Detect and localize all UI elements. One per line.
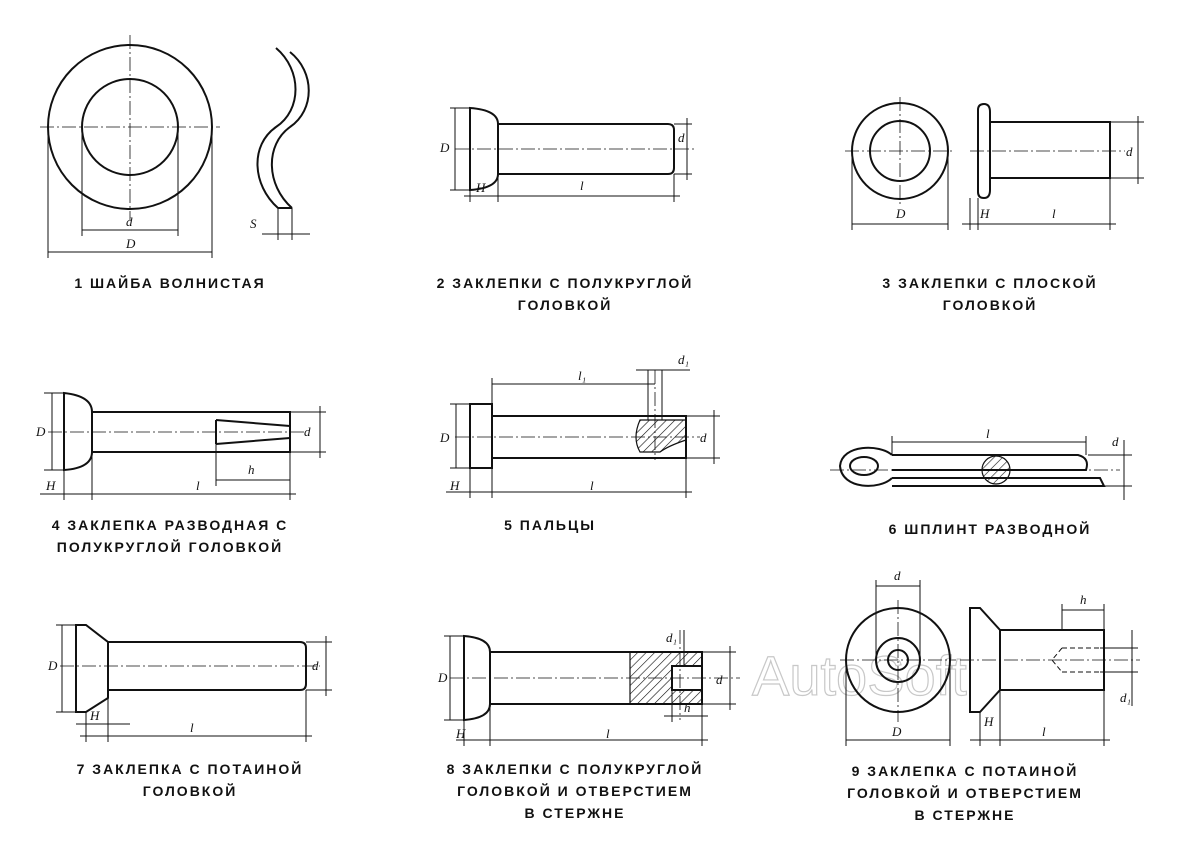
dim-h: h (248, 462, 255, 477)
dim-l: l (196, 478, 200, 493)
dim-h: h (1080, 592, 1087, 607)
dim-D: D (439, 140, 450, 155)
caption-line: 6 ШПЛИНТ РАЗВОДНОЙ (888, 521, 1092, 537)
dim-d: d (1112, 434, 1119, 449)
dim-d: d (716, 672, 723, 687)
caption-fig-2: 2 ЗАКЛЕПКИ С ПОЛУКРУГЛОЙ ГОЛОВКОЙ (400, 272, 730, 316)
watermark: AutoSoft (752, 644, 967, 707)
dim-l: l (580, 178, 584, 193)
dim-l: l (1042, 724, 1046, 739)
dim-H: H (979, 206, 990, 221)
caption-line: ГОЛОВКОЙ И ОТВЕРСТИЕМ (847, 785, 1083, 801)
dim-D: D (895, 206, 906, 221)
dim-d: d (1126, 144, 1133, 159)
dim-D: D (35, 424, 46, 439)
caption-line: 9 ЗАКЛЕПКА С ПОТАИНОЙ (851, 763, 1079, 779)
fig-6-cotter-pin: l d (830, 426, 1132, 500)
caption-fig-7: 7 ЗАКЛЕПКА С ПОТАИНОЙ ГОЛОВКОЙ (40, 758, 340, 802)
caption-fig-4: 4 ЗАКЛЕПКА РАЗВОДНАЯ С ПОЛУКРУГЛОЙ ГОЛОВ… (20, 514, 320, 558)
fig-1-wave-washer: d D S (40, 35, 310, 258)
caption-fig-1: 1 ШАЙБА ВОЛНИСТАЯ (40, 272, 300, 294)
caption-fig-5: 5 ПАЛЬЦЫ (470, 514, 630, 536)
dim-D: D (437, 670, 448, 685)
dim-l: l (606, 726, 610, 741)
dim-d1: d₁ (666, 630, 677, 645)
caption-line: В СТЕРЖНЕ (524, 805, 626, 821)
dim-H: H (45, 478, 56, 493)
caption-line: В СТЕРЖНЕ (914, 807, 1016, 823)
dim-l1: l₁ (578, 368, 586, 383)
dim-H: H (449, 478, 460, 493)
fig-8-round-head-rivet-with-hole: d₁ D d h H l (437, 630, 740, 746)
fig-3-flat-head-rivet: d D H l (845, 97, 1144, 230)
fig-9-countersunk-rivet-with-hole: d h d₁ H D l (840, 568, 1140, 746)
caption-line: 5 ПАЛЬЦЫ (504, 517, 596, 533)
dim-l: l (190, 720, 194, 735)
caption-line: ГОЛОВКОЙ И ОТВЕРСТИЕМ (457, 783, 693, 799)
dim-D: D (125, 236, 136, 251)
dim-H: H (983, 714, 994, 729)
dim-d: d (312, 658, 319, 673)
dim-l: l (590, 478, 594, 493)
dim-D: D (47, 658, 58, 673)
dim-d1: d₁ (678, 352, 689, 367)
caption-line: ГОЛОВКОЙ (942, 297, 1038, 313)
dim-H: H (455, 726, 466, 741)
caption-line: ГОЛОВКОЙ (142, 783, 238, 799)
caption-fig-8: 8 ЗАКЛЕПКИ С ПОЛУКРУГЛОЙ ГОЛОВКОЙ И ОТВЕ… (410, 758, 740, 824)
caption-line: ПОЛУКРУГЛОЙ ГОЛОВКОЙ (56, 539, 284, 555)
caption-fig-6: 6 ШПЛИНТ РАЗВОДНОЙ (840, 518, 1140, 540)
caption-fig-3: 3 ЗАКЛЕПКИ С ПЛОСКОЙ ГОЛОВКОЙ (840, 272, 1140, 316)
caption-line: 2 ЗАКЛЕПКИ С ПОЛУКРУГЛОЙ (436, 275, 694, 291)
fig-4-split-rivet: D d h H l (35, 391, 326, 500)
dim-d: d (894, 568, 901, 583)
caption-line: 3 ЗАКЛЕПКИ С ПЛОСКОЙ (882, 275, 1098, 291)
caption-line: ГОЛОВКОЙ (517, 297, 613, 313)
dim-d: d (678, 130, 685, 145)
dim-d: d (304, 424, 311, 439)
caption-fig-9: 9 ЗАКЛЕПКА С ПОТАИНОЙ ГОЛОВКОЙ И ОТВЕРСТ… (800, 760, 1130, 826)
fig-5-pin: l₁ d₁ D d H l (439, 352, 720, 498)
dim-d: d (126, 214, 133, 229)
dim-H: H (475, 180, 486, 195)
dim-S: S (250, 216, 257, 231)
fig-7-countersunk-rivet: D d H l (47, 624, 332, 742)
dim-l: l (986, 426, 990, 441)
dim-D: D (439, 430, 450, 445)
dim-H: H (89, 708, 100, 723)
dim-D: D (891, 724, 902, 739)
caption-line: 4 ЗАКЛЕПКА РАЗВОДНАЯ С (51, 517, 289, 533)
caption-line: 1 ШАЙБА ВОЛНИСТАЯ (74, 275, 266, 291)
caption-line: 8 ЗАКЛЕПКИ С ПОЛУКРУГЛОЙ (446, 761, 704, 777)
fig-2-round-head-rivet: D d H l (439, 106, 695, 202)
dim-d1: d₁ (1120, 690, 1131, 705)
dim-d: d (700, 430, 707, 445)
dim-l: l (1052, 206, 1056, 221)
caption-line: 7 ЗАКЛЕПКА С ПОТАИНОЙ (76, 761, 304, 777)
dim-h: h (684, 700, 691, 715)
